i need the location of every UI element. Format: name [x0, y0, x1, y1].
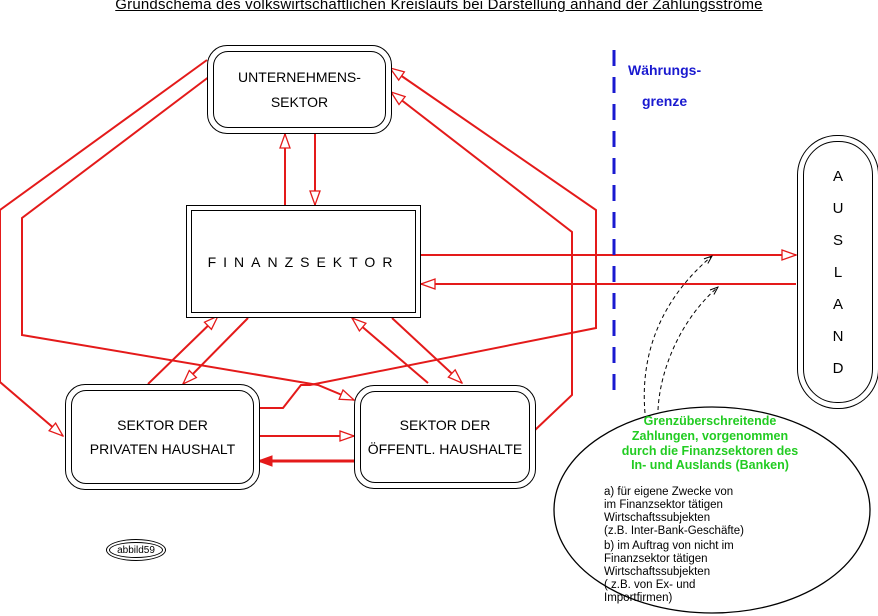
ausland-letter: S	[832, 231, 843, 249]
arrow-oeffentl-to-unternehmen	[391, 92, 573, 432]
ausland-box: A U S L A N D	[797, 135, 878, 409]
oeffentliche-haushalte-box: SEKTOR DER ÖFFENTL. HAUSHALTE	[354, 385, 536, 489]
unternehmenssektor-box: UNTERNEHMENS- SEKTOR	[207, 45, 392, 134]
arrow-oeffentl-to-finanz	[352, 318, 429, 384]
diagram-title: Grundschema des volkswirtschaftlichen Kr…	[115, 0, 763, 13]
arrow-finanz-to-privat	[183, 317, 249, 384]
arrow-privat-to-finanz	[147, 316, 218, 385]
privater-haushalt-box: SEKTOR DER PRIVATEN HAUSHALT	[65, 384, 260, 490]
note-item-a: a) für eigene Zwecke von im Finanzsektor…	[604, 486, 744, 537]
figure-label: abbild59	[109, 542, 163, 558]
waehrungsgrenze-label-line2: grenze	[642, 93, 688, 109]
badge-outer-oval	[106, 539, 166, 561]
callout-arrow-lower	[657, 287, 718, 411]
finanzsektor-box: FINANZSEKTOR	[186, 205, 421, 318]
ausland-letter: A	[832, 167, 843, 185]
arrow-finanz-to-oeffentl	[391, 317, 462, 383]
privater-haushalt-label: SEKTOR DER PRIVATEN HAUSHALT	[71, 390, 254, 484]
unternehmenssektor-label: UNTERNEHMENS- SEKTOR	[213, 51, 386, 128]
arrow-unternehmen-to-privat-outer	[0, 59, 208, 436]
ausland-letter: A	[832, 295, 843, 313]
waehrungsgrenze-label-line1: Währungs-	[628, 62, 702, 78]
note-ellipse	[553, 406, 871, 614]
note-heading: Grenzüberschreitende Zahlungen, vorgenom…	[621, 414, 799, 473]
finanzsektor-label: FINANZSEKTOR	[191, 210, 416, 313]
arrow-unternehmen-to-oeffentl	[21, 69, 354, 401]
oeffentliche-haushalte-label: SEKTOR DER ÖFFENTL. HAUSHALTE	[360, 391, 530, 483]
arrow-privat-to-unternehmen	[258, 68, 597, 409]
ausland-letter: D	[832, 359, 844, 377]
ausland-letter: N	[832, 327, 844, 345]
callout-arrow-upper	[643, 256, 712, 414]
note-item-b: b) im Auftrag von nicht im Finanzsektor …	[604, 540, 734, 604]
ausland-label: A U S L A N D	[803, 141, 873, 403]
figure-label-badge: abbild59	[106, 539, 166, 561]
ausland-letter: U	[832, 199, 844, 217]
ausland-letter: L	[833, 263, 843, 281]
